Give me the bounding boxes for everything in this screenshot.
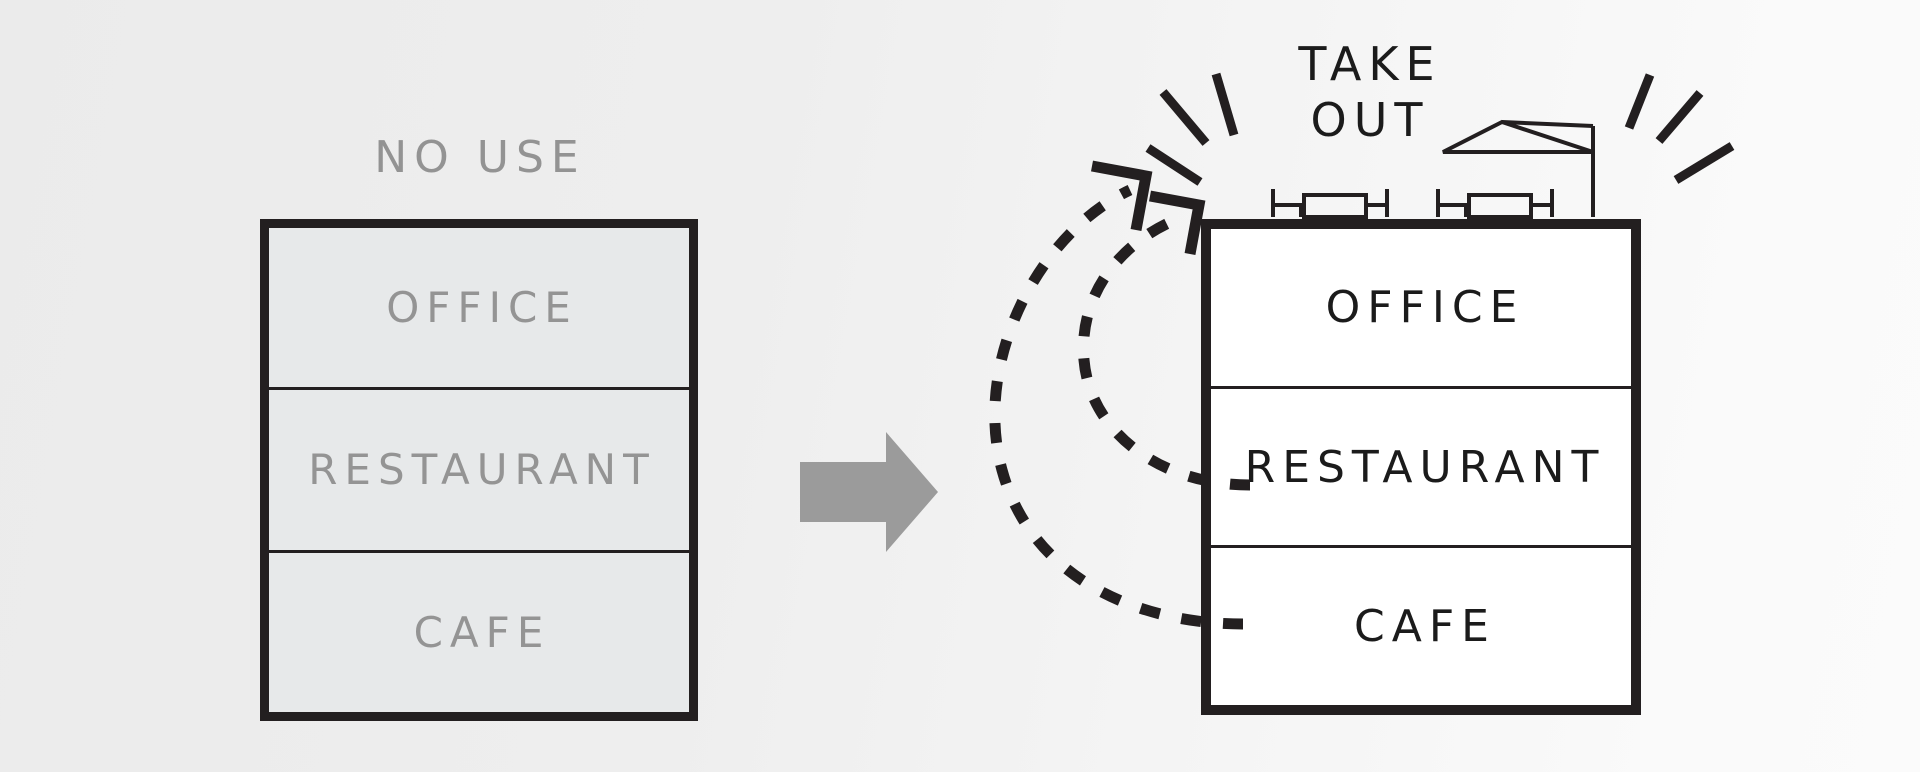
after-floor-label: OFFICE: [1325, 281, 1525, 333]
before-floor-restaurant: RESTAURANT: [269, 390, 689, 553]
right-arrow-icon: [800, 432, 938, 552]
before-floor-office: OFFICE: [269, 228, 689, 391]
after-building: OFFICE RESTAURANT CAFE: [1201, 219, 1641, 715]
before-floor-label: RESTAURANT: [308, 445, 656, 495]
before-floor-label: CAFE: [413, 607, 551, 657]
after-floor-office: OFFICE: [1211, 229, 1631, 389]
rooftop-furniture-set-1: [1271, 189, 1389, 219]
rooftop-furniture-set-2: [1436, 189, 1554, 219]
sparkle-group-right: [1624, 73, 1735, 184]
before-building: OFFICE RESTAURANT CAFE: [260, 219, 698, 721]
sparkle-group-left: [1145, 72, 1239, 186]
before-title: NO USE: [374, 132, 586, 183]
after-floor-restaurant: RESTAURANT: [1211, 388, 1631, 549]
before-floor-label: OFFICE: [386, 283, 578, 333]
before-floor-cafe: CAFE: [269, 552, 689, 712]
flow-arrow-cafe-to-rooftop: [989, 160, 1244, 630]
after-floor-label: RESTAURANT: [1244, 441, 1606, 493]
after-floor-label: CAFE: [1354, 601, 1496, 653]
take-out-banner: TAKE OUT: [1298, 37, 1442, 148]
umbrella-icon: [1442, 119, 1595, 217]
after-floor-cafe: CAFE: [1211, 548, 1631, 706]
flow-arrow-restaurant-to-rooftop: [1078, 190, 1251, 491]
